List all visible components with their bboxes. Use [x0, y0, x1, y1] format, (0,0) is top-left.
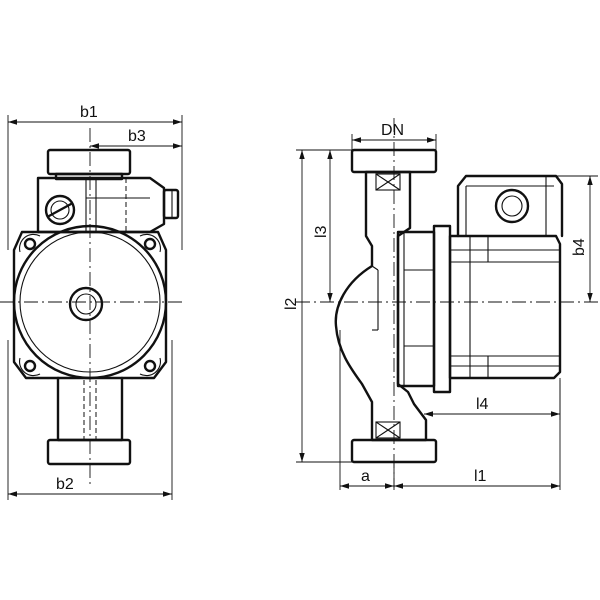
side-dimensions: DN l2 l3 b4 l4 a l1	[283, 122, 598, 490]
front-pump-body	[12, 230, 168, 380]
coupling-plate-inner	[396, 230, 436, 388]
motor-housing-inner	[19, 231, 161, 373]
motor-housing-outer	[12, 224, 168, 380]
motor-body	[448, 234, 562, 380]
pump-housing	[334, 170, 428, 442]
bolt-holes	[19, 233, 161, 377]
top-flange	[46, 148, 132, 176]
side-view	[296, 118, 600, 488]
bottom-flange	[46, 438, 132, 466]
dimension-l1-label: l1	[474, 468, 487, 485]
terminal-screw-icon	[44, 194, 76, 226]
dimension-l4-label: l4	[476, 396, 489, 413]
dimension-b1-label: b1	[80, 104, 98, 121]
front-dimensions: b1 b3 b2	[7, 104, 183, 500]
dimension-b2-label: b2	[56, 476, 74, 493]
dimension-b4-label: b4	[571, 238, 588, 256]
front-view	[0, 128, 186, 488]
dimension-a-label: a	[361, 468, 370, 485]
dimension-dn-label: DN	[381, 122, 404, 139]
dimension-l2-label: l2	[283, 297, 300, 310]
coupling-plate-outer	[432, 224, 452, 394]
motor-terminal-box	[456, 174, 564, 238]
flange-section-marks	[375, 173, 401, 439]
dimension-b3-label: b3	[128, 128, 146, 145]
cable-gland	[162, 188, 180, 220]
dimension-l3-label: l3	[313, 225, 330, 238]
vent-screw-icon	[68, 286, 104, 322]
motor-terminal-screw-icon	[494, 188, 530, 224]
